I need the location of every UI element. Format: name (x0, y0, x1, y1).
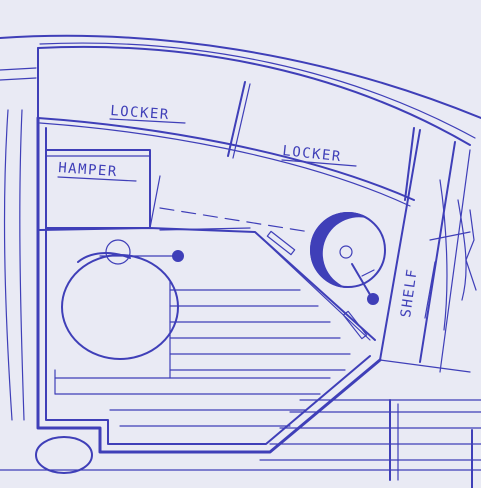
hamper-label: HAMPER (58, 160, 119, 180)
cabin-walls (36, 116, 382, 454)
bottom-right-structure (0, 399, 481, 488)
hull-outline (0, 34, 481, 146)
toilet-valve-dot (172, 250, 184, 262)
right-hull-hatching (429, 179, 477, 331)
sink-rails (159, 227, 368, 340)
toilet-fixture (61, 239, 184, 360)
locker-right-label: LOCKER (282, 143, 343, 165)
shelf-label: SHELF (398, 267, 421, 318)
floor-grating (54, 281, 351, 427)
sink-basin (310, 212, 386, 305)
sink-drain-dot (367, 293, 379, 305)
locker-cabinets (37, 47, 415, 207)
hamper-box (45, 149, 151, 229)
shelf-structure (379, 129, 471, 373)
left-hull-frames (0, 67, 37, 421)
through-hull-fitting (35, 436, 93, 474)
locker-left-label: LOCKER (110, 103, 171, 123)
